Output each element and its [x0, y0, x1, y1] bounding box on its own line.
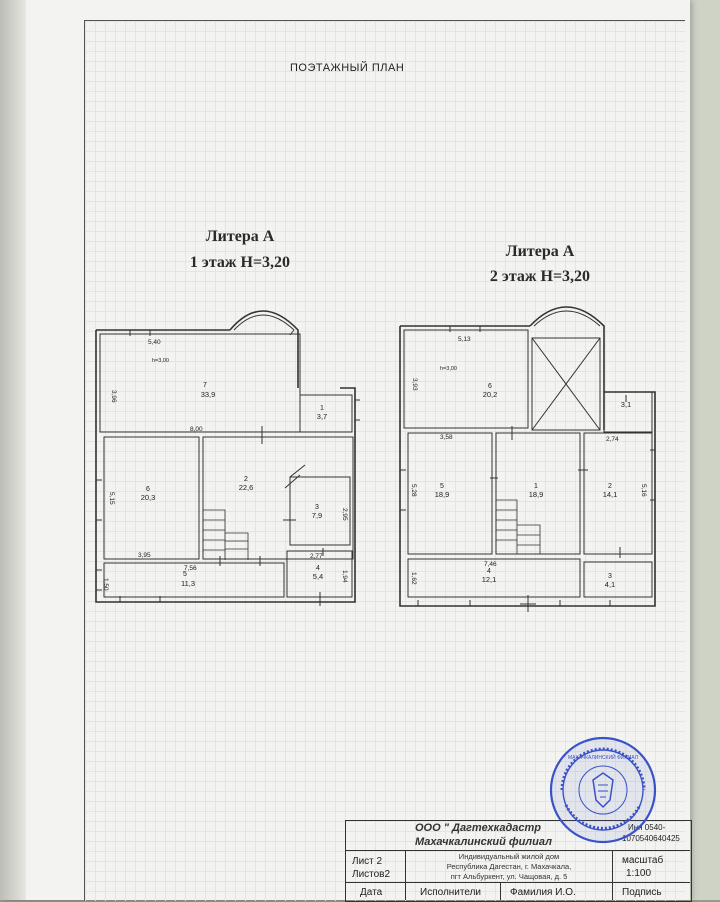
- f1-dim-3-95: 3,95: [138, 552, 151, 559]
- floor2-plan: [399, 306, 656, 612]
- address-line-1: Индивидуальный жилой дом: [458, 852, 560, 861]
- organization-name: ООО " Дагтехкадастр: [415, 822, 542, 834]
- page-title: ПОЭТАЖНЫЙ ПЛАН: [290, 62, 405, 74]
- document-page: [0, 0, 690, 901]
- f2-dim-7-46: 7,46: [484, 561, 497, 568]
- column-date: Дата: [360, 887, 383, 898]
- f1-height: h=3,00: [152, 358, 169, 364]
- f2-room-balcony-area: 3,1: [621, 400, 631, 409]
- f2-room-5-num: 5: [440, 483, 444, 490]
- f1-dim-2-95: 2,95: [341, 508, 348, 521]
- f2-dim-3-58: 3,58: [440, 434, 453, 441]
- f2-room-2-num: 2: [608, 483, 612, 490]
- f2-room-3-num: 3: [608, 573, 612, 580]
- column-name: Фамилия И.О.: [510, 887, 576, 898]
- title-block-line: [612, 850, 613, 900]
- f2-dim-5-13: 5,13: [458, 336, 471, 343]
- floor1-plan: [95, 310, 360, 606]
- f1-dim-8-00: 8,00: [190, 426, 203, 433]
- f2-room-3-area: 4,1: [605, 580, 615, 589]
- f2-room-1-num: 1: [534, 483, 538, 490]
- branch-name: Махачкалинский филиал: [415, 836, 552, 848]
- f2-dim-5-16: 5,16: [640, 484, 647, 497]
- f1-room-3-num: 3: [315, 504, 319, 511]
- f1-room-1-num: 1: [320, 405, 324, 412]
- title-block-line: [500, 882, 501, 900]
- title-block-line: [345, 882, 690, 883]
- f1-room-7-num: 7: [203, 382, 207, 389]
- inn-number: 1070540640425: [622, 834, 680, 843]
- f1-room-2-area: 22,6: [239, 483, 254, 492]
- binding-edge: [0, 0, 26, 900]
- title-block-line: [405, 850, 406, 900]
- floor2-floor-label: 2 этаж Н=3,20: [489, 268, 591, 285]
- object-address: Индивидуальный жилой дом Республика Даге…: [408, 852, 610, 882]
- scale-label: масштаб: [622, 855, 664, 866]
- f1-dim-5-40: 5,40: [148, 339, 161, 346]
- column-signature: Подпись: [622, 887, 662, 898]
- f2-room-6-area: 20,2: [483, 390, 498, 399]
- sheet-number: Лист 2: [352, 856, 383, 867]
- scale-value: 1:100: [626, 868, 652, 879]
- floor1-floor-label: 1 этаж Н=3,20: [189, 254, 291, 271]
- f2-dim-1-62: 1,62: [410, 572, 417, 585]
- title-block-line: [345, 850, 690, 851]
- f1-room-6-area: 20,3: [141, 493, 156, 502]
- f1-room-1-area: 3,7: [317, 412, 327, 421]
- f1-room-2-num: 2: [244, 476, 248, 483]
- f1-dim-5-15: 5,15: [108, 492, 115, 505]
- seal-text: МАХАЧКАЛИНСКИЙ ФИЛИАЛ: [568, 753, 638, 761]
- sheets-total: Листов2: [352, 869, 391, 880]
- f2-room-2-area: 14,1: [603, 490, 618, 499]
- f1-room-6-num: 6: [146, 486, 150, 493]
- f2-room-5-area: 18,9: [435, 490, 450, 499]
- f2-dim-5-28: 5,28: [410, 484, 417, 497]
- f1-dim-2-77: 2,77: [310, 553, 323, 560]
- f2-height: h=3,00: [440, 366, 457, 372]
- f2-dim-2-74: 2,74: [606, 436, 619, 443]
- f1-room-5-num: 5: [183, 571, 187, 578]
- address-line-2: Республика Дагестан, г. Махачкала,: [446, 862, 572, 871]
- f2-room-6-num: 6: [488, 383, 492, 390]
- column-executors: Исполнители: [420, 887, 482, 898]
- f1-dim-1-94: 1,94: [341, 570, 348, 583]
- f1-room-7-area: 33,9: [201, 390, 216, 399]
- f1-dim-3-96: 3,96: [110, 390, 117, 403]
- f2-dim-3-93: 3,93: [411, 378, 418, 391]
- f1-room-5-area: 11,3: [181, 579, 195, 588]
- f2-room-4-num: 4: [487, 568, 491, 575]
- address-line-3: пгт Альбуркент, ул. Чащовая, д. 5: [450, 872, 568, 881]
- round-seal-icon: МАХАЧКАЛИНСКИЙ ФИЛИАЛ: [549, 736, 657, 844]
- floor1-litera: Литера А: [205, 228, 275, 245]
- f1-room-4-num: 4: [316, 565, 320, 572]
- f1-room-4-area: 5,4: [313, 572, 323, 581]
- f1-dim-1-50: 1,50: [102, 578, 109, 591]
- f1-room-3-area: 7,9: [312, 511, 322, 520]
- f2-room-1-area: 18,9: [529, 490, 544, 499]
- f1-dim-7-56: 7,56: [184, 565, 197, 572]
- floor2-litera: Литера А: [505, 243, 575, 260]
- f2-room-4-area: 12,1: [482, 575, 497, 584]
- inn-label: Инн 0540-: [628, 823, 666, 832]
